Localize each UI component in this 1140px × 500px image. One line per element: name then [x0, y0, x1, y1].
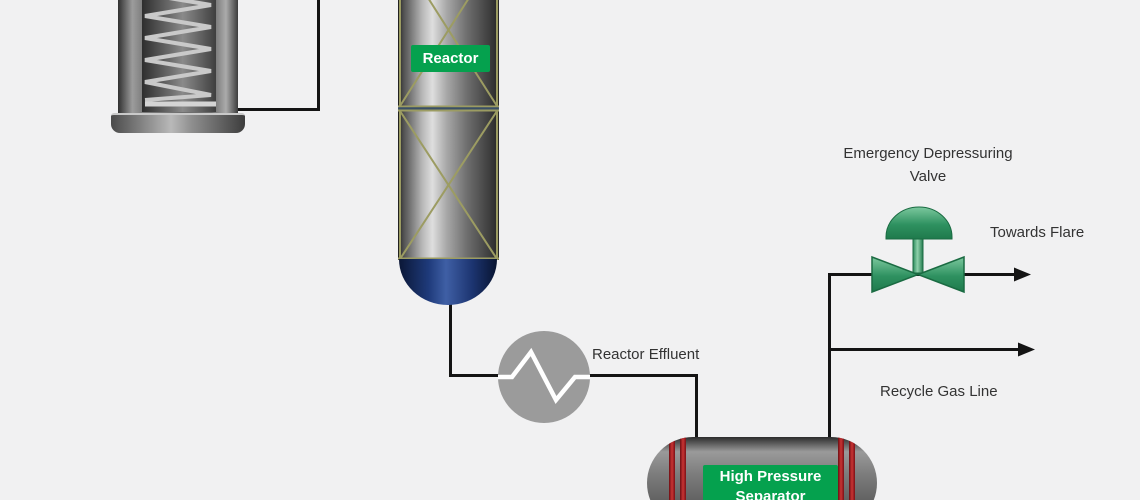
valve-actuator-dome: [885, 206, 953, 240]
reactor-body: [398, 0, 499, 260]
valve-stem: [912, 238, 924, 274]
high-pressure-separator-label: High Pressure Separator: [703, 465, 838, 500]
heat-exchanger-zigzag-icon: [498, 347, 590, 405]
furnace: [111, 0, 245, 133]
emergency-depressuring-valve-label: Emergency Depressuring Valve: [843, 145, 1013, 186]
reactor-vessel: Reactor: [398, 0, 499, 305]
separator-stripe: [680, 437, 686, 500]
high-pressure-separator-vessel: High Pressure Separator: [647, 437, 877, 500]
heat-exchanger: [498, 331, 590, 423]
valve-body-left: [871, 255, 921, 294]
emergency-depressuring-valve-icon: [871, 206, 965, 294]
towards-flare-arrowhead: [1014, 267, 1031, 282]
reactor-label: Reactor: [411, 45, 490, 72]
recycle-gas-arrowhead: [1018, 342, 1035, 357]
separator-stripe: [849, 437, 855, 500]
recycle-gas-line-label: Recycle Gas Line: [880, 383, 998, 400]
valve-body-right: [915, 255, 965, 294]
towards-flare-label: Towards Flare: [990, 224, 1085, 241]
furnace-base: [111, 113, 245, 133]
furnace-outlet-pipe: [232, 0, 320, 111]
separator-stripe: [669, 437, 675, 500]
reactor-bracing-icon: [398, 0, 499, 260]
furnace-coil-icon: [144, 0, 216, 107]
separator-to-flare-pipe: [828, 273, 1014, 440]
reactor-dished-bottom: [399, 259, 497, 305]
separator-stripe: [838, 437, 844, 500]
reactor-effluent-label: Reactor Effluent: [592, 346, 700, 363]
